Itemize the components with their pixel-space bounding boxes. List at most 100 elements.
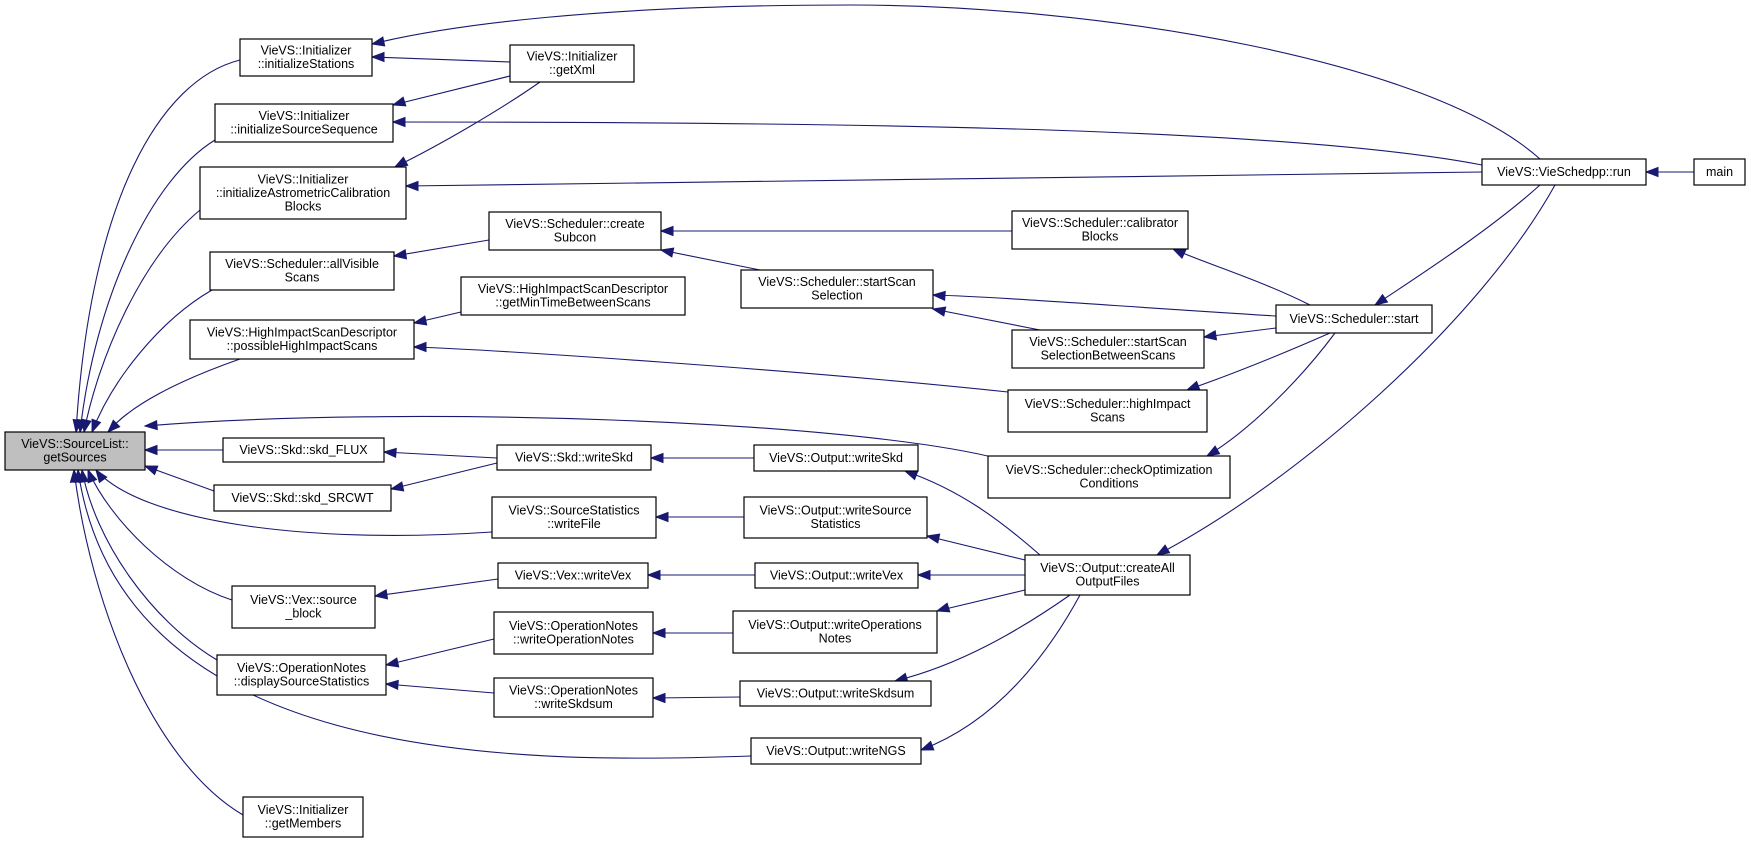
node-outputWriteNGS[interactable]: VieVS::Output::writeNGS	[750, 737, 922, 765]
node-label-line: Notes	[819, 632, 852, 646]
node-getMinTimeBetweenScans[interactable]: VieVS::HighImpactScanDescriptor::getMinT…	[460, 276, 686, 316]
arrowhead-icon	[651, 692, 666, 704]
edge-line	[95, 469, 493, 536]
node-initializeStations[interactable]: VieVS::Initializer::initializeStations	[239, 38, 373, 77]
node-skdWriteSkd[interactable]: VieVS::Skd::writeSkd	[496, 444, 652, 471]
node-box	[493, 677, 654, 718]
arrowhead-icon	[1373, 293, 1389, 306]
edge-skdWriteSkd-calls-skdSrcwt	[389, 462, 498, 492]
arrowhead-icon	[925, 533, 941, 544]
edge-line	[83, 209, 201, 433]
edge-line	[920, 594, 1081, 751]
arrowhead-icon	[903, 470, 919, 481]
edge-getXml-calls-initializeSourceSequence	[391, 75, 511, 107]
node-outputWriteSkdsum[interactable]: VieVS::Output::writeSkdsum	[739, 680, 932, 707]
edge-startScanSelection-calls-createSubcon	[659, 247, 761, 271]
arrowhead-icon	[106, 419, 121, 434]
node-box	[231, 585, 376, 629]
arrowhead-icon	[384, 657, 400, 668]
edge-line	[81, 469, 218, 661]
node-box	[754, 562, 919, 589]
node-skdFlux[interactable]: VieVS::Skd::skd_FLUX	[222, 437, 385, 463]
node-box	[509, 44, 635, 83]
node-outputWriteSkd[interactable]: VieVS::Output::writeSkd	[753, 444, 919, 472]
arrowhead-icon	[651, 627, 666, 639]
node-initializeSourceSequence[interactable]: VieVS::Initializer::initializeSourceSequ…	[214, 103, 394, 143]
node-label-line: ::displaySourceStatistics	[234, 675, 369, 689]
node-box	[189, 319, 415, 360]
node-label-line: VieVS::Scheduler::startScan	[758, 275, 916, 289]
node-skdSrcwt[interactable]: VieVS::Skd::skd_SRCWT	[213, 484, 392, 512]
node-box	[743, 496, 928, 539]
arrowhead-icon	[382, 447, 397, 459]
edge-line	[371, 4, 1541, 160]
edge-startScanSelectionBetweenScans-calls-startScanSelection	[931, 306, 1041, 331]
arrowhead-icon	[931, 306, 947, 317]
node-writeSkdsum[interactable]: VieVS::OperationNotes::writeSkdsum	[493, 677, 654, 718]
node-getXml[interactable]: VieVS::Initializer::getXml	[509, 44, 635, 83]
node-label-line: VieVS::HighImpactScanDescriptor	[207, 326, 397, 340]
node-label-line: VieVS::VieSchedpp::run	[1497, 165, 1631, 179]
edge-schedulerStart-calls-startScanSelection	[931, 290, 1277, 317]
edge-line	[79, 139, 216, 433]
node-box	[753, 444, 919, 472]
edge-outputWriteOperationsNotes-calls-writeOperationNotes	[651, 627, 733, 639]
arrowhead-icon	[392, 249, 408, 260]
node-getMembers[interactable]: VieVS::Initializer::getMembers	[242, 796, 364, 838]
node-label-line: VieVS::Initializer	[527, 50, 618, 64]
edge-skdFlux-calls-getSources	[143, 444, 223, 456]
node-sourceStatisticsWriteFile[interactable]: VieVS::SourceStatistics::writeFile	[491, 496, 657, 539]
edge-line	[1206, 332, 1336, 457]
arrowhead-icon	[935, 602, 951, 613]
node-label-line: ::writeFile	[547, 517, 601, 531]
node-box	[1011, 210, 1189, 250]
node-label-line: getSources	[43, 451, 106, 465]
arrowhead-icon	[1205, 445, 1221, 457]
node-label-line: OutputFiles	[1076, 575, 1140, 589]
node-checkOptimizationConditions[interactable]: VieVS::Scheduler::checkOptimizationCondi…	[987, 455, 1231, 499]
edge-line	[1172, 248, 1311, 306]
node-vexSourceBlock[interactable]: VieVS::Vex::source_block	[231, 585, 376, 629]
node-label-line: VieVS::Scheduler::startScan	[1029, 335, 1187, 349]
node-initializeAstrometricCalibrationBlocks[interactable]: VieVS::Initializer::initializeAstrometri…	[199, 166, 407, 220]
edge-vieSchedppRun-calls-initializeAstrometricCalibrationBlocks	[404, 171, 1483, 192]
arrowhead-icon	[1171, 248, 1187, 259]
arrowhead-icon	[370, 36, 386, 47]
edge-possibleHighImpactScans-calls-getSources	[106, 358, 241, 434]
node-box	[732, 610, 938, 654]
edge-outputWriteSkd-calls-skdWriteSkd	[649, 452, 754, 464]
arrowhead-icon	[391, 96, 407, 107]
node-outputWriteVex[interactable]: VieVS::Output::writeVex	[754, 562, 919, 589]
node-possibleHighImpactScans[interactable]: VieVS::HighImpactScanDescriptor::possibl…	[189, 319, 415, 360]
node-label-line: VieVS::Output::writeSkdsum	[757, 686, 914, 700]
node-schedulerStart[interactable]: VieVS::Scheduler::start	[1275, 304, 1433, 334]
edge-line	[77, 469, 752, 759]
node-label-line: VieVS::HighImpactScanDescriptor	[478, 282, 668, 296]
node-box	[199, 166, 407, 220]
edge-line	[652, 696, 741, 699]
node-label-line: Blocks	[285, 199, 322, 213]
node-box	[987, 455, 1231, 499]
edge-line	[393, 239, 490, 257]
arrowhead-icon	[931, 290, 946, 302]
node-displaySourceStatistics[interactable]: VieVS::OperationNotes::displaySourceStat…	[216, 654, 387, 696]
node-vexWriteVex[interactable]: VieVS::Vex::writeVex	[497, 562, 649, 589]
node-writeOperationNotes[interactable]: VieVS::OperationNotes::writeOperationNot…	[493, 611, 654, 655]
node-startScanSelectionBetweenScans[interactable]: VieVS::Scheduler::startScanSelectionBetw…	[1011, 329, 1205, 369]
node-vieSchedppRun[interactable]: VieVS::VieSchedpp::run	[1481, 158, 1647, 186]
node-box	[239, 38, 373, 77]
node-main[interactable]: main	[1693, 158, 1746, 186]
node-getSources[interactable]: VieVS::SourceList::getSources	[4, 431, 146, 471]
node-label-line: VieVS::Skd::skd_SRCWT	[231, 491, 374, 505]
edge-skdSrcwt-calls-getSources	[143, 465, 215, 492]
edge-createAllOutputFiles-calls-outputWriteNGS	[919, 594, 1081, 751]
